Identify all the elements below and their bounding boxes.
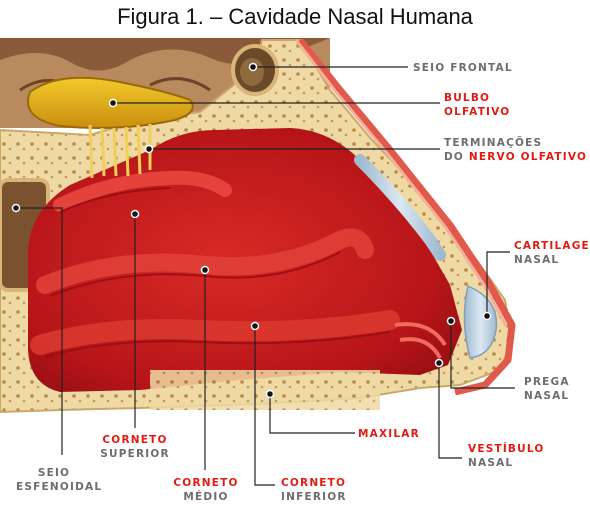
label-seio-frontal: SEIO FRONTAL bbox=[413, 61, 513, 75]
label-corneto-inferior-line1: CORNETO bbox=[281, 476, 347, 490]
label-bulbo-olfativo-line1: BULBO bbox=[444, 91, 510, 105]
label-maxilar: MAXILAR bbox=[358, 427, 420, 441]
label-vestibulo-line2: NASAL bbox=[468, 456, 545, 470]
label-nervo-olfativo: NERVO OLFATIVO bbox=[469, 151, 587, 163]
maxilla bbox=[150, 370, 380, 410]
label-corneto-superior-line2: SUPERIOR bbox=[98, 447, 172, 461]
label-prega-line1: PREGA bbox=[524, 375, 570, 389]
label-prega-nasal: PREGA NASAL bbox=[524, 375, 570, 403]
label-corneto-medio-line1: CORNETO bbox=[170, 476, 242, 490]
label-vestibulo-line1: VESTÍBULO bbox=[468, 442, 545, 456]
label-corneto-medio: CORNETO MÉDIO bbox=[170, 476, 242, 504]
label-seio-esfenoidal-line2: ESFENOIDAL bbox=[16, 480, 92, 494]
label-terminacoes-prefix: DO bbox=[444, 151, 469, 163]
label-prega-line2: NASAL bbox=[524, 389, 570, 403]
label-cartilagem-line1: CARTILAGEM bbox=[514, 239, 590, 253]
label-corneto-superior: CORNETO SUPERIOR bbox=[98, 433, 172, 461]
label-cartilagem-line2: NASAL bbox=[514, 253, 590, 267]
label-corneto-superior-line1: CORNETO bbox=[98, 433, 172, 447]
label-bulbo-olfativo: BULBO OLFATIVO bbox=[444, 91, 510, 119]
label-seio-esfenoidal: SEIO ESFENOIDAL bbox=[16, 466, 92, 494]
label-corneto-inferior-line2: INFERIOR bbox=[281, 490, 347, 504]
label-seio-esfenoidal-line1: SEIO bbox=[16, 466, 92, 480]
label-terminacoes: TERMINAÇÕES DO NERVO OLFATIVO bbox=[444, 136, 587, 164]
figure-title: Figura 1. – Cavidade Nasal Humana bbox=[0, 4, 590, 30]
label-vestibulo-nasal: VESTÍBULO NASAL bbox=[468, 442, 545, 470]
label-cartilagem-nasal: CARTILAGEM NASAL bbox=[514, 239, 590, 267]
label-bulbo-olfativo-line2: OLFATIVO bbox=[444, 105, 510, 119]
label-corneto-inferior: CORNETO INFERIOR bbox=[281, 476, 347, 504]
label-terminacoes-line1: TERMINAÇÕES bbox=[444, 136, 587, 150]
label-corneto-medio-line2: MÉDIO bbox=[170, 490, 242, 504]
